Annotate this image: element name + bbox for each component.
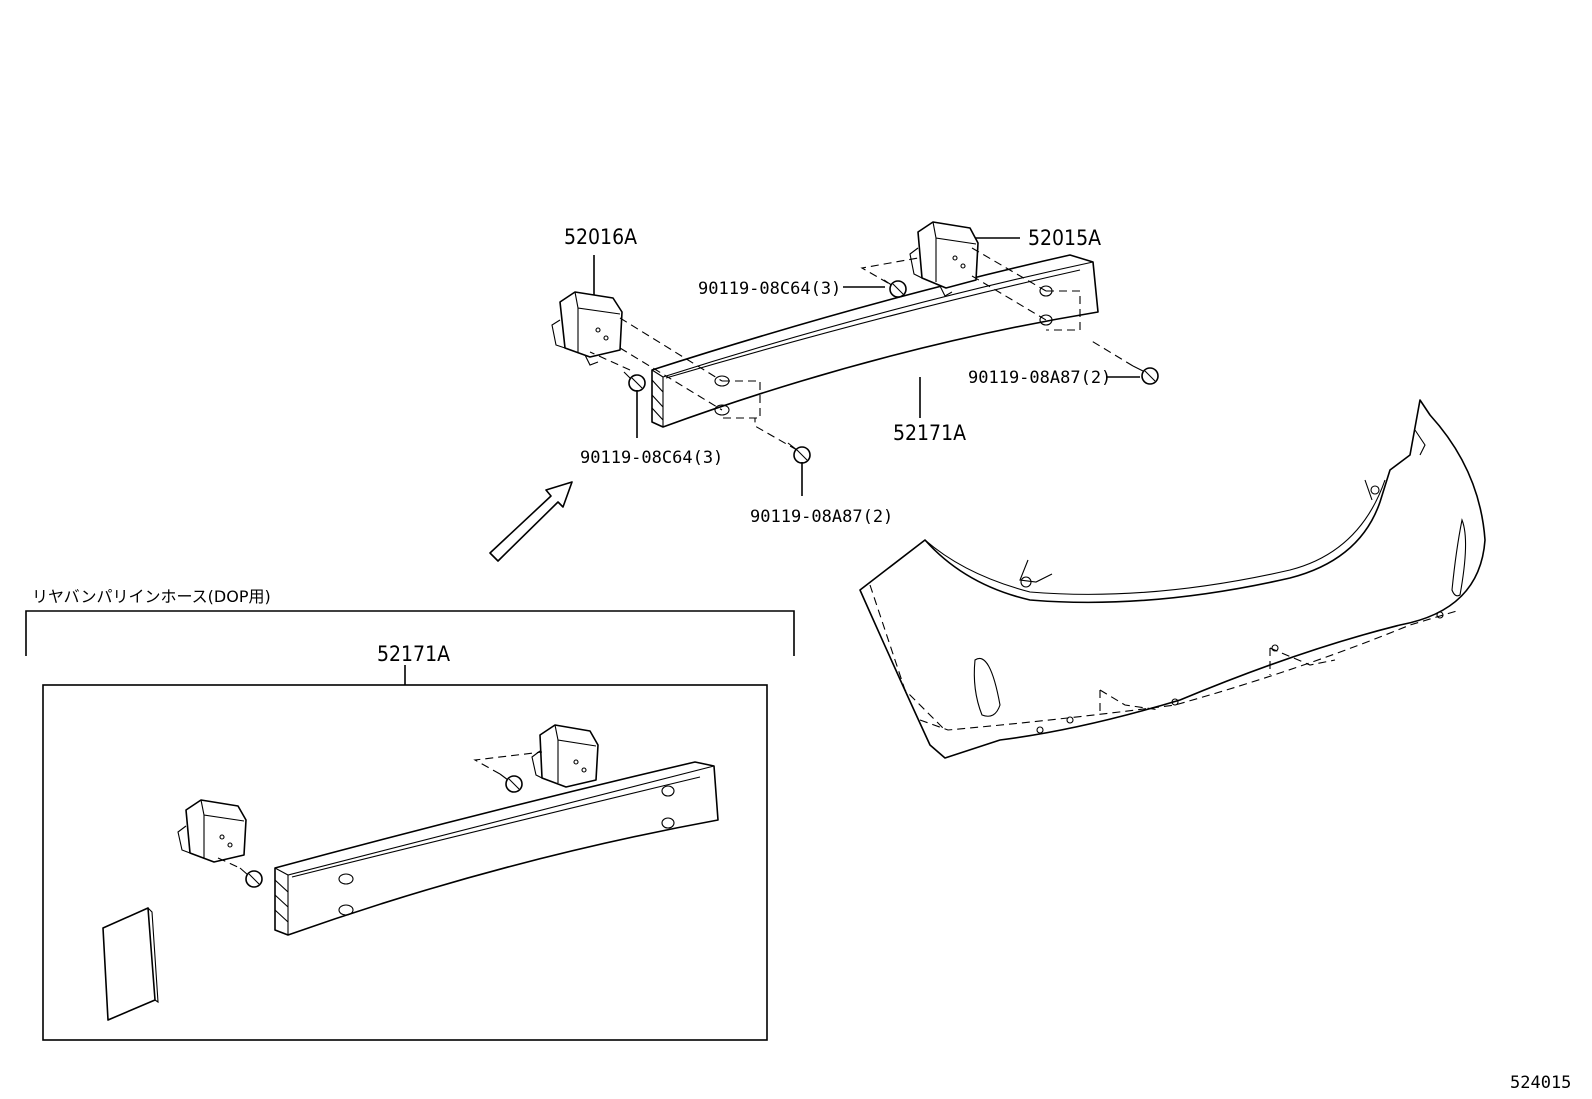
bolt-icon xyxy=(883,279,907,298)
bolt-icon xyxy=(499,773,523,793)
direction-arrow-icon xyxy=(489,481,573,562)
instruction-booklet-icon xyxy=(102,907,159,1021)
label-90119-08C64-left: 90119-08C64(3) xyxy=(580,448,723,468)
kit-bracket xyxy=(25,610,795,656)
label-90119-08A87-bottom: 90119-08A87(2) xyxy=(750,507,893,527)
kit-reinforcement xyxy=(274,761,719,936)
label-52015A: 52015A xyxy=(1028,226,1101,250)
kit-box xyxy=(42,665,768,1041)
bolt-icon xyxy=(239,867,263,888)
label-52171A-kit: 52171A xyxy=(377,642,450,666)
assembly-lines xyxy=(589,247,1134,451)
kit-bracket-right xyxy=(531,724,599,788)
kit-bracket-left xyxy=(177,799,247,863)
label-52171A: 52171A xyxy=(893,421,966,445)
rear-bumper-cover xyxy=(859,399,1486,759)
diagram-number: 524015 xyxy=(1510,1073,1571,1093)
bracket-52015A xyxy=(909,221,979,297)
kit-caption: リヤバンパリインホース(DOP用) xyxy=(32,587,271,606)
leader-lines xyxy=(593,237,1140,496)
label-90119-08A87-right: 90119-08A87(2) xyxy=(968,368,1111,388)
bolt-icon xyxy=(1132,365,1159,385)
bracket-52016A xyxy=(551,291,623,366)
assembly-lines xyxy=(217,751,543,869)
bolt-icon xyxy=(623,371,646,392)
label-90119-08C64-right: 90119-08C64(3) xyxy=(698,279,841,299)
label-52016A: 52016A xyxy=(564,225,637,249)
bolt-icon xyxy=(787,442,811,464)
